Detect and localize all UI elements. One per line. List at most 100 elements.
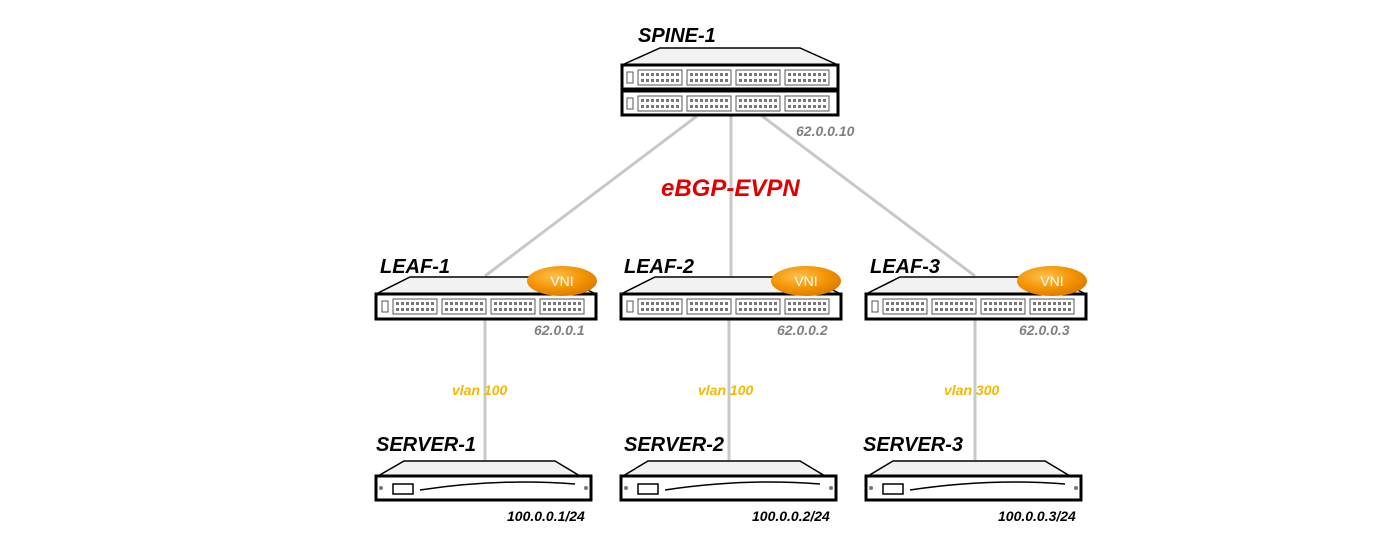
port [715,73,718,76]
port [690,308,693,311]
port [803,105,806,108]
port [460,308,463,311]
leaf-3-ports [871,298,1075,315]
port [656,105,659,108]
port [661,308,664,311]
port [725,302,728,305]
port [411,308,414,311]
port [759,73,762,76]
vni-icon [527,266,597,296]
port [749,79,752,82]
port [725,308,728,311]
port [1019,302,1022,305]
console-port [871,300,879,313]
port [1009,308,1012,311]
port [808,79,811,82]
port [666,302,669,305]
port [396,302,399,305]
port [671,105,674,108]
port [651,308,654,311]
port [754,99,757,102]
port [896,302,899,305]
port [651,79,654,82]
port [656,308,659,311]
vni-icon [771,266,841,296]
port [891,302,894,305]
port [813,308,816,311]
port [744,99,747,102]
leaf-2-ip: 62.0.0.2 [777,322,828,338]
port [445,308,448,311]
port [421,308,424,311]
port [690,105,693,108]
port [641,73,644,76]
port [475,308,478,311]
port-block [980,298,1026,315]
port [450,308,453,311]
port [656,79,659,82]
port [764,302,767,305]
leaf-1-vlan: vlan 100 [452,382,507,398]
port [406,302,409,305]
port [666,73,669,76]
port [744,73,747,76]
port [759,308,762,311]
port [666,308,669,311]
port-block [686,95,732,112]
port [921,308,924,311]
port [813,99,816,102]
spine-ports [626,69,830,112]
port [553,302,556,305]
port [514,302,517,305]
port [690,79,693,82]
port [431,308,434,311]
port [656,73,659,76]
port [984,302,987,305]
port [916,302,919,305]
port [519,302,522,305]
port [460,302,463,305]
port [813,302,816,305]
leaf-3: VNI LEAF-3 62.0.0.3 vlan 300 [864,256,1088,398]
port [793,308,796,311]
port [470,302,473,305]
port [568,302,571,305]
server-3-led-right [1074,486,1078,490]
port [749,73,752,76]
port [749,105,752,108]
port [705,79,708,82]
port-block [735,95,781,112]
port [480,302,483,305]
port [416,308,419,311]
port [798,73,801,76]
port [803,73,806,76]
port [916,308,919,311]
port [1058,302,1061,305]
port [494,308,497,311]
port [671,308,674,311]
port [695,308,698,311]
port [666,99,669,102]
port [739,302,742,305]
port [808,302,811,305]
port [754,302,757,305]
port [641,79,644,82]
port [494,302,497,305]
port [671,73,674,76]
port [671,79,674,82]
port [543,308,546,311]
port [994,302,997,305]
port [426,302,429,305]
server-2-faceplate [664,481,821,491]
vni-icon [1017,266,1087,296]
port [759,302,762,305]
port [426,308,429,311]
console-port [626,71,634,84]
port [1068,308,1071,311]
port [578,302,581,305]
port [965,308,968,311]
port [960,308,963,311]
leaf-1-ip: 62.0.0.1 [534,322,585,338]
port [886,308,889,311]
port [1033,302,1036,305]
